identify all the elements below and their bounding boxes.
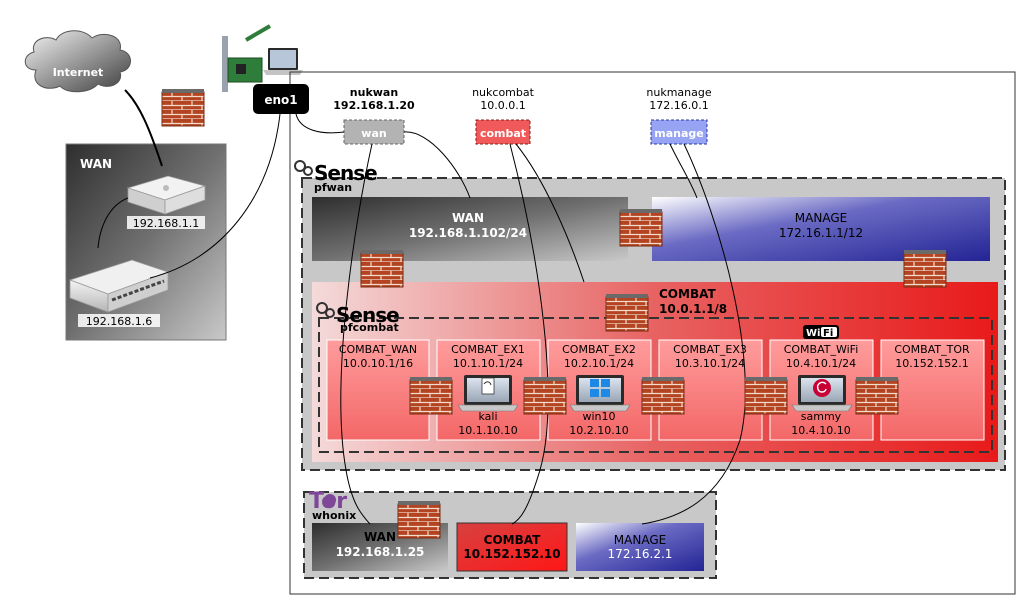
segment-name: COMBAT_EX3 <box>673 343 747 356</box>
host-ip: 10.2.10.10 <box>569 424 628 437</box>
debian-laptop-icon <box>791 374 853 412</box>
pfsense-logo-icon: Sense <box>316 302 400 327</box>
whonix-combat-ip: 10.152.152.10 <box>463 547 560 561</box>
firewall-icon <box>855 376 899 415</box>
firewall-icon <box>523 376 567 415</box>
nukcombat-ip: 10.0.0.1 <box>480 99 525 112</box>
segment-name: COMBAT_WiFi <box>784 343 859 356</box>
segment-name: COMBAT_EX2 <box>562 343 636 356</box>
pfcombat-name: pfcombat <box>340 321 399 334</box>
pfwan-wan-ip: 192.168.1.102/24 <box>409 226 527 240</box>
host-name: kali <box>478 410 497 423</box>
nic-card-icon <box>222 24 272 92</box>
segment-ip: 10.2.10.1/24 <box>564 357 634 370</box>
wan-zone: WAN 192.168.1.1 192.168.1.6 <box>65 143 227 341</box>
nukmanage-name: nukmanage <box>646 86 711 99</box>
windows-laptop-icon <box>569 374 631 412</box>
internet-cloud: Internet <box>24 30 131 93</box>
segment-combat-ex2[interactable]: COMBAT_EX2 10.2.10.1/24 win10 10.2.10.10 <box>547 339 652 441</box>
pfwan-manage-title: MANAGE <box>795 211 847 225</box>
router-ip: 192.168.1.1 <box>133 217 199 230</box>
switch-ip: 192.168.1.6 <box>86 315 152 328</box>
eno1-interface[interactable]: eno1 <box>253 84 309 114</box>
segment-name: COMBAT_TOR <box>894 343 970 356</box>
pfwan-manage-ip: 172.16.1.1/12 <box>779 226 863 240</box>
router-icon <box>126 175 207 215</box>
whonix-manage-interface[interactable]: MANAGE 172.16.2.1 <box>576 523 704 571</box>
nukmanage-ip: 172.16.0.1 <box>649 99 708 112</box>
pfwan-combat-title: COMBAT <box>659 287 716 301</box>
tor-logo-icon: Tor <box>309 489 347 514</box>
segment-name: COMBAT_WAN <box>339 343 417 356</box>
wan-zone-title: WAN <box>80 157 112 171</box>
nukmanage-tag: manage <box>654 127 703 140</box>
host-ip: 10.1.10.10 <box>458 424 517 437</box>
eno1-label: eno1 <box>264 93 297 107</box>
segment-ip: 10.4.10.1/24 <box>786 357 856 370</box>
whonix-wan-title: WAN <box>364 530 396 544</box>
segment-ip: 10.1.10.1/24 <box>453 357 523 370</box>
pfwan-name: pfwan <box>314 181 352 194</box>
firewall-icon <box>360 249 404 288</box>
internet-label: Internet <box>53 66 104 79</box>
whonix-vm: Tor whonix WAN 192.168.1.25 COMBAT 10.15… <box>303 489 717 579</box>
nukcombat-name: nukcombat <box>472 86 535 99</box>
nukcombat-tag: combat <box>480 127 526 140</box>
pfcombat-logo-text: Sense <box>336 303 399 327</box>
firewall-icon <box>619 208 663 247</box>
wifi-badge: Wi Fi <box>803 325 839 339</box>
kali-laptop-icon <box>457 374 519 412</box>
firewall-icon <box>903 249 947 288</box>
wifi-badge-left: Wi <box>806 328 820 339</box>
segment-combat-ex1[interactable]: COMBAT_EX1 10.1.10.1/24 kali 10.1.10.10 <box>436 339 541 441</box>
wifi-badge-right: Fi <box>823 328 833 339</box>
nukwan-name: nukwan <box>350 86 398 99</box>
nukwan-ip: 192.168.1.20 <box>333 99 415 112</box>
host-laptop-icon <box>263 48 303 75</box>
whonix-manage-ip: 172.16.2.1 <box>608 547 673 561</box>
segment-ip: 10.152.152.1 <box>895 357 968 370</box>
whonix-combat-interface[interactable]: COMBAT 10.152.152.10 <box>456 522 568 572</box>
bridge-nukcombat[interactable]: nukcombat 10.0.0.1 combat <box>472 86 535 145</box>
host-ip: 10.4.10.10 <box>791 424 850 437</box>
switch-icon <box>68 259 170 313</box>
firewall-icon <box>397 500 441 539</box>
host-name: sammy <box>801 410 842 423</box>
whonix-wan-ip: 192.168.1.25 <box>336 545 425 559</box>
firewall-icon <box>161 88 205 127</box>
pfwan-wan-title: WAN <box>452 211 484 225</box>
firewall-icon <box>409 376 453 415</box>
firewall-icon <box>641 376 685 415</box>
segment-ip: 10.3.10.1/24 <box>675 357 745 370</box>
segment-ip: 10.0.10.1/16 <box>343 357 413 370</box>
segment-name: COMBAT_EX1 <box>451 343 525 356</box>
bridge-nukmanage[interactable]: nukmanage 172.16.0.1 manage <box>646 86 712 145</box>
pfwan-combat-ip: 10.0.1.1/8 <box>659 302 727 316</box>
host-frame <box>289 71 1016 595</box>
whonix-manage-title: MANAGE <box>614 533 666 547</box>
whonix-name: whonix <box>312 509 356 522</box>
firewall-icon <box>744 376 788 415</box>
nukwan-tag: wan <box>361 127 386 140</box>
firewall-icon <box>605 293 649 332</box>
bridge-nukwan[interactable]: nukwan 192.168.1.20 wan <box>333 86 415 145</box>
host-name: win10 <box>582 410 615 423</box>
whonix-combat-title: COMBAT <box>484 533 541 547</box>
